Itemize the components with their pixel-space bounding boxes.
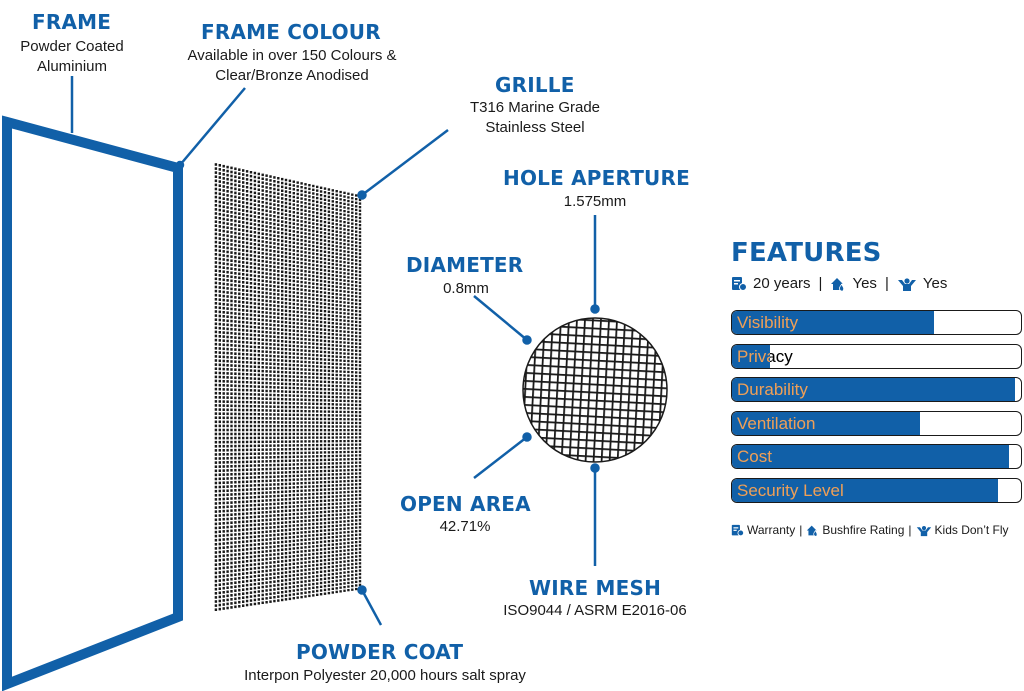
kids-dont-fly-icon bbox=[897, 276, 917, 292]
separator: | bbox=[884, 275, 889, 292]
frame-desc-line2: Aluminium bbox=[36, 58, 108, 75]
feature-bar-fill bbox=[732, 479, 998, 502]
warranty-value: 20 years bbox=[753, 275, 811, 292]
feature-bar-fill bbox=[732, 344, 770, 368]
diameter-title: DIAMETER bbox=[406, 253, 524, 277]
feature-bar-label: Ventilation bbox=[737, 413, 816, 433]
separator: | bbox=[799, 523, 803, 537]
diameter-value: 0.8mm bbox=[443, 280, 489, 297]
legend-warranty: Warranty bbox=[747, 523, 796, 537]
feature-bar: Security Level bbox=[731, 478, 1022, 503]
wire-mesh-title: WIRE MESH bbox=[529, 576, 662, 600]
feature-bar-fill bbox=[732, 411, 920, 435]
frame-colour-leader bbox=[179, 87, 246, 166]
feature-bar: Visibility bbox=[731, 310, 1022, 335]
kids-dont-fly-value: Yes bbox=[922, 275, 948, 292]
frame-colour-desc-line2: Clear/Bronze Anodised bbox=[215, 67, 369, 84]
feature-bar-label: Durability bbox=[737, 380, 808, 400]
separator: | bbox=[818, 275, 823, 292]
frame-desc-line1: Powder Coated bbox=[20, 38, 124, 55]
grille-mesh bbox=[214, 163, 362, 611]
bushfire-icon bbox=[830, 276, 846, 292]
features-summary: 20 years | Yes | Yes bbox=[731, 275, 947, 292]
grille-title: GRILLE bbox=[495, 73, 575, 97]
legend-kids-dont-fly: Kids Don’t Fly bbox=[934, 523, 1009, 537]
wire-mesh-circle bbox=[523, 318, 667, 462]
grille-desc-line1: T316 Marine Grade bbox=[469, 99, 601, 116]
feature-bar-label: Cost bbox=[737, 447, 772, 467]
separator: | bbox=[908, 523, 912, 537]
open-area-leader bbox=[473, 436, 528, 479]
powder-coat-leader bbox=[360, 589, 383, 626]
feature-bar: Durability bbox=[731, 377, 1022, 403]
frame-colour-desc-line1: Available in over 150 Colours & bbox=[187, 47, 397, 64]
feature-bar-fill bbox=[732, 311, 935, 334]
hole-aperture-value: 1.575mm bbox=[563, 193, 627, 210]
features-title: FEATURES bbox=[731, 238, 882, 268]
kids-dont-fly-icon bbox=[916, 524, 932, 537]
powder-coat-title: POWDER COAT bbox=[296, 640, 464, 664]
grille-leader bbox=[361, 129, 449, 196]
hole-aperture-title: HOLE APERTURE bbox=[503, 166, 690, 190]
frame-title: FRAME bbox=[32, 10, 112, 34]
feature-bar-label: Security Level bbox=[737, 481, 844, 500]
features-legend: Warranty | Bushfire Rating | Kids Don’t … bbox=[731, 523, 1009, 537]
grille-desc-line2: Stainless Steel bbox=[485, 119, 585, 136]
feature-bar-label: Privacy bbox=[737, 346, 793, 366]
feature-bar-fill bbox=[732, 445, 1010, 469]
feature-bar-label: Visibility bbox=[737, 313, 799, 332]
feature-bar: Cost bbox=[731, 444, 1022, 470]
feature-bar: Privacy bbox=[731, 343, 1022, 369]
open-area-title: OPEN AREA bbox=[400, 492, 531, 516]
bushfire-value: Yes bbox=[852, 275, 877, 292]
feature-bar: Ventilation bbox=[731, 410, 1022, 436]
warranty-icon bbox=[731, 524, 744, 537]
wire-mesh-value: ISO9044 / ASRM E2016-06 bbox=[503, 602, 687, 619]
powder-coat-value: Interpon Polyester 20,000 hours salt spr… bbox=[244, 667, 526, 684]
legend-bushfire: Bushfire Rating bbox=[822, 523, 905, 537]
warranty-icon bbox=[731, 276, 747, 292]
open-area-value: 42.71% bbox=[439, 518, 491, 535]
frame-colour-title: FRAME COLOUR bbox=[201, 20, 381, 44]
diameter-leader bbox=[473, 295, 528, 341]
bushfire-icon bbox=[806, 524, 819, 537]
frame-outline bbox=[1, 115, 183, 691]
feature-bar-fill bbox=[732, 378, 1016, 402]
